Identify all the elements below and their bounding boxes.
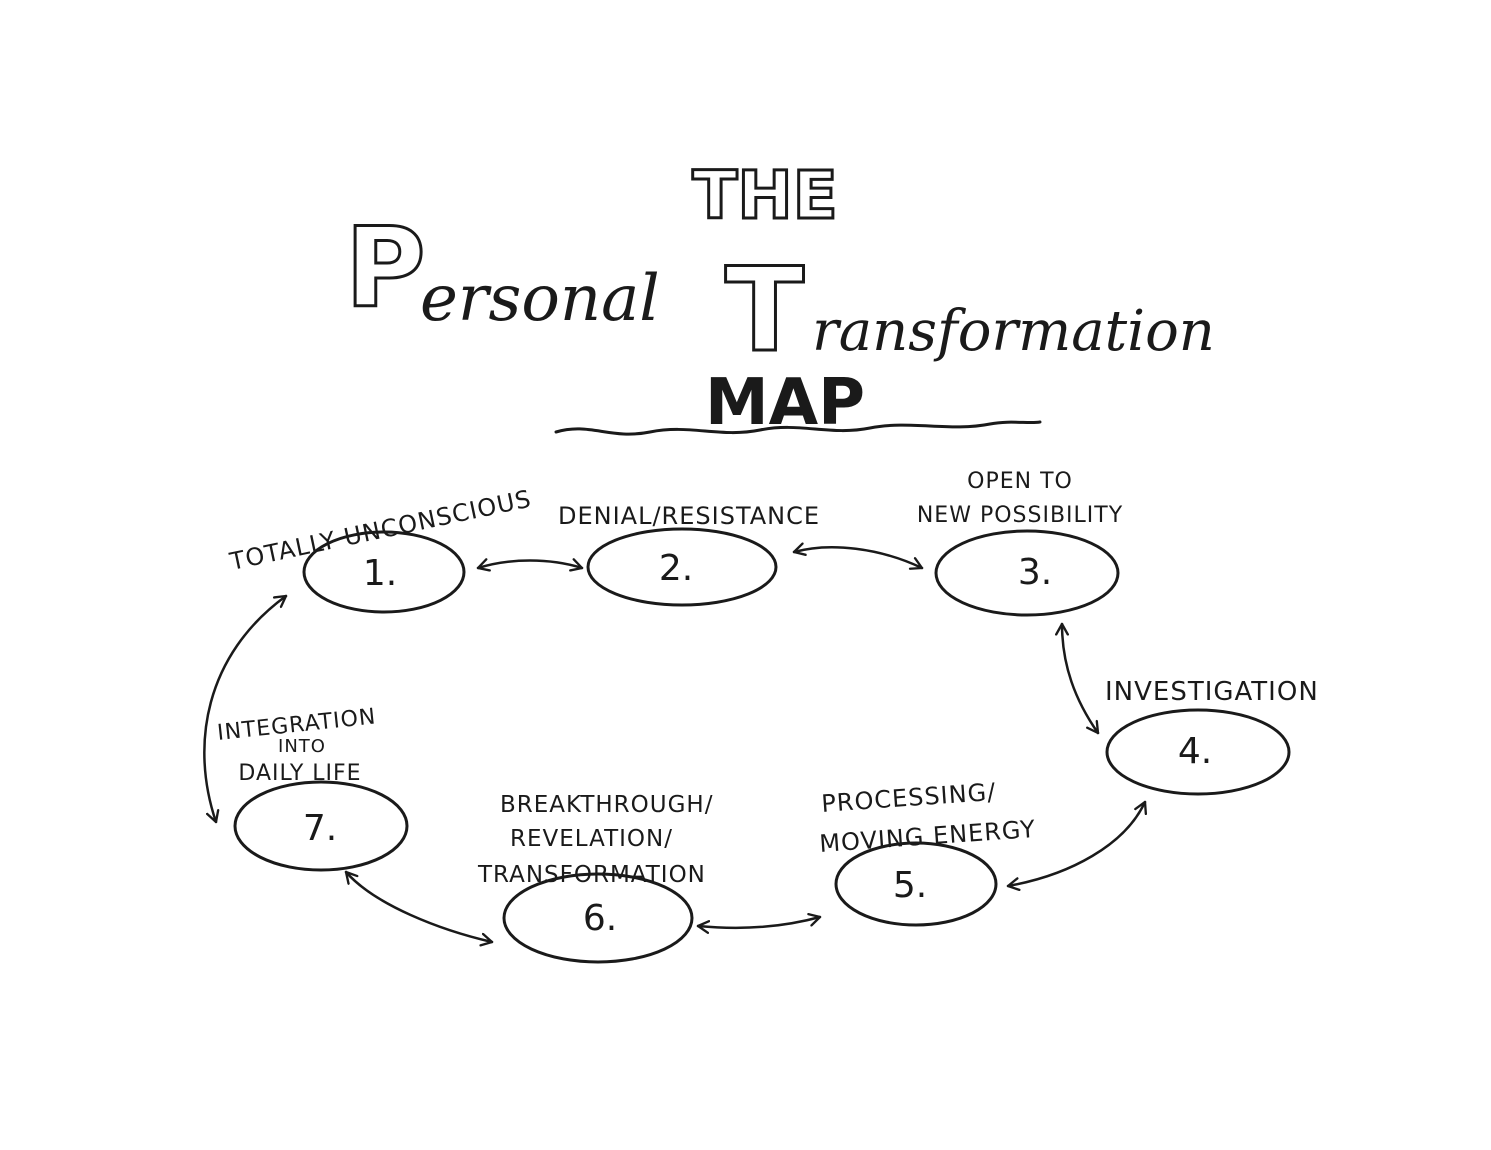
stage-2-label: DENIAL/RESISTANCE bbox=[558, 502, 820, 530]
stage-connections bbox=[203, 542, 1148, 947]
stage-2-oval bbox=[586, 527, 778, 607]
stage-7-label-line-2: INTO bbox=[278, 736, 326, 757]
stage-node-5: 5. bbox=[834, 841, 998, 927]
arrow-6-7 bbox=[344, 870, 494, 947]
arrow-1-2 bbox=[476, 558, 584, 572]
arrow-2-3 bbox=[792, 542, 924, 570]
stage-node-2: 2. bbox=[586, 527, 778, 607]
stage-6-label-line-2: REVELATION/ bbox=[510, 826, 673, 852]
stage-node-7: 7. bbox=[233, 780, 409, 872]
map-title: THE P ersonal T ransformation MAP bbox=[344, 156, 1215, 441]
stage-node-3: 3. bbox=[934, 529, 1120, 617]
stage-5-label-line-2: MOVING ENERGY bbox=[818, 815, 1036, 858]
stage-7-oval bbox=[233, 780, 409, 872]
stage-3-number: 3. bbox=[1018, 552, 1052, 593]
stage-3-label-line-1: OPEN TO bbox=[967, 469, 1073, 494]
stage-3-oval bbox=[934, 529, 1120, 617]
stage-node-6: 6. bbox=[502, 872, 694, 964]
stage-node-4: 4. bbox=[1105, 708, 1291, 796]
arrow-4-5 bbox=[1006, 800, 1148, 892]
stage-4-oval bbox=[1105, 708, 1291, 796]
stage-2-number: 2. bbox=[659, 548, 693, 589]
stage-6-number: 6. bbox=[583, 898, 617, 939]
title-wavy-underline bbox=[554, 420, 1042, 436]
arrow-5-6 bbox=[696, 912, 822, 934]
stage-4-number: 4. bbox=[1178, 731, 1212, 772]
stage-4-label: INVESTIGATION bbox=[1105, 677, 1319, 707]
stage-node-1: 1. bbox=[302, 530, 466, 614]
stage-5-label-line-1: PROCESSING/ bbox=[820, 778, 997, 818]
title-the: THE bbox=[692, 157, 837, 234]
stage-6-oval bbox=[502, 872, 694, 964]
stage-1-oval bbox=[302, 530, 466, 614]
title-transformation-initial: T bbox=[725, 243, 804, 378]
title-personal-initial: P bbox=[345, 204, 426, 332]
stage-7-number: 7. bbox=[303, 808, 337, 849]
stage-3-label-line-2: NEW POSSIBILITY bbox=[917, 503, 1123, 528]
stage-5-oval bbox=[834, 841, 998, 927]
stage-nodes: 1. 2. 3. 4. 5. 6. 7. bbox=[233, 527, 1291, 964]
stage-6-label-line-1: BREAKTHROUGH/ bbox=[500, 792, 713, 818]
arrow-3-4 bbox=[1055, 622, 1100, 735]
arrow-7-1 bbox=[203, 594, 288, 824]
title-transformation-rest: ransformation bbox=[812, 299, 1215, 364]
stage-1-number: 1. bbox=[363, 553, 397, 594]
title-personal-rest: ersonal bbox=[420, 262, 660, 336]
stage-5-number: 5. bbox=[893, 865, 927, 906]
